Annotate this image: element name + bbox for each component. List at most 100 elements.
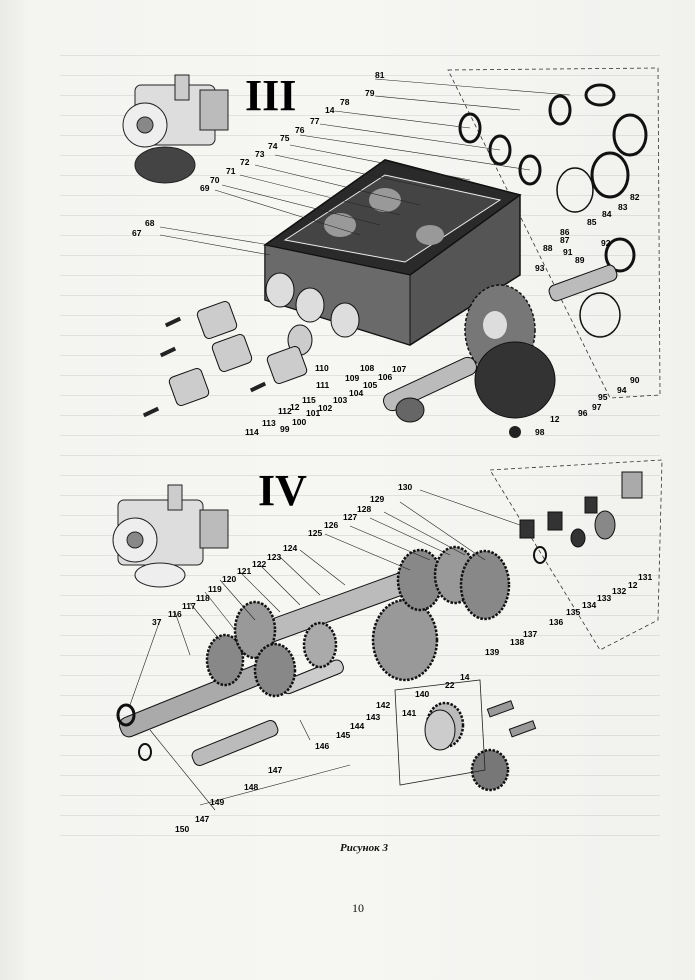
callout: 87 [560,235,570,245]
callout: 113 [262,418,276,428]
callout: 147 [195,814,209,824]
callout: 97 [592,402,602,412]
callout: 90 [630,375,640,385]
callout: 142 [376,700,390,710]
callout: 136 [549,617,563,627]
callout: 149 [210,797,224,807]
callouts-iv: 130 129 128 127 126 125 124 123 122 121 … [152,482,652,834]
callout: 81 [375,70,385,80]
callout: 14 [325,105,335,115]
callout: 127 [343,512,357,522]
bolts-iii [142,316,521,438]
callout: 141 [402,708,416,718]
drive-shaft-iii [383,264,618,423]
section-iii-label: III [245,71,296,120]
callout: 71 [226,166,236,176]
callout: 102 [318,403,332,413]
callout: 101 [306,408,320,418]
cover-plates-left [168,300,308,407]
section-iv-diagram: IV [112,459,663,834]
page-number: 10 [352,901,364,915]
callout: 129 [370,494,384,504]
callout: 130 [398,482,412,492]
callout: 150 [175,824,189,834]
callout: 76 [295,125,305,135]
callout: 116 [168,609,182,619]
callout: 92 [601,238,611,248]
inset-box-iv [394,679,486,786]
callout: 105 [363,380,377,390]
callout: 123 [267,552,281,562]
callout: 100 [292,417,306,427]
callout: 75 [280,133,290,143]
small-parts-iv [116,471,643,761]
callout: 84 [602,209,612,219]
callout: 69 [200,183,210,193]
callouts-iii: 81 79 78 14 77 76 75 74 73 72 71 70 69 6… [132,70,640,437]
callout: 91 [563,247,573,257]
callout: 79 [365,88,375,98]
callout: 147 [268,765,282,775]
callout: 109 [345,373,359,383]
callout: 132 [612,586,626,596]
callout: 12 [290,402,300,412]
callout: 73 [255,149,265,159]
callout: 117 [182,601,196,611]
callout: 128 [357,504,371,514]
leader-lines-iii [159,78,571,256]
leader-lines-iv [129,489,521,811]
section-iv-label: IV [258,466,307,515]
callout: 143 [366,712,380,722]
callout: 144 [350,721,364,731]
callout: 67 [132,228,142,238]
callout: 103 [333,395,347,405]
callout: 125 [308,528,322,538]
callout: 131 [638,572,652,582]
callout: 70 [210,175,220,185]
callout: 114 [245,427,259,437]
callout: 86 [560,227,570,237]
callout: 96 [578,408,588,418]
callout: 121 [237,566,251,576]
callout: 93 [535,263,545,273]
callout: 146 [315,741,329,751]
dashed-enclosure-iv [489,459,663,651]
callout: 133 [597,593,611,603]
figure-caption: Рисунок 3 [340,842,388,854]
gearbox-housing [263,159,522,356]
gear-wheel-large-iii [464,284,556,419]
callout: 134 [582,600,596,610]
section-iii-diagram: III [122,67,661,438]
callout: 118 [196,593,210,603]
callout: 126 [324,520,338,530]
callout: 74 [268,141,278,151]
callout: 122 [252,559,266,569]
callout: 22 [445,680,455,690]
callout: 14 [460,672,470,682]
overview-gearbox-iii [122,74,229,184]
callout: 112 [278,406,292,416]
gears-iv [205,545,511,792]
callout: 98 [535,427,545,437]
callout: 89 [575,255,585,265]
callout: 88 [543,243,553,253]
callout: 85 [587,217,597,227]
callout: 148 [244,782,258,792]
callout: 12 [628,580,638,590]
callout: 68 [145,218,155,228]
callout: 77 [310,116,320,126]
callout: 82 [630,192,640,202]
callout: 95 [598,392,608,402]
callout: 94 [617,385,627,395]
callout: 115 [302,395,316,405]
bearing-rings-iii [458,83,648,338]
callout: 119 [208,584,222,594]
callout: 110 [315,363,329,373]
callout: 135 [566,607,580,617]
callout: 104 [349,388,363,398]
callout: 37 [152,617,162,627]
callout: 12 [550,414,560,424]
callout: 99 [280,424,290,434]
